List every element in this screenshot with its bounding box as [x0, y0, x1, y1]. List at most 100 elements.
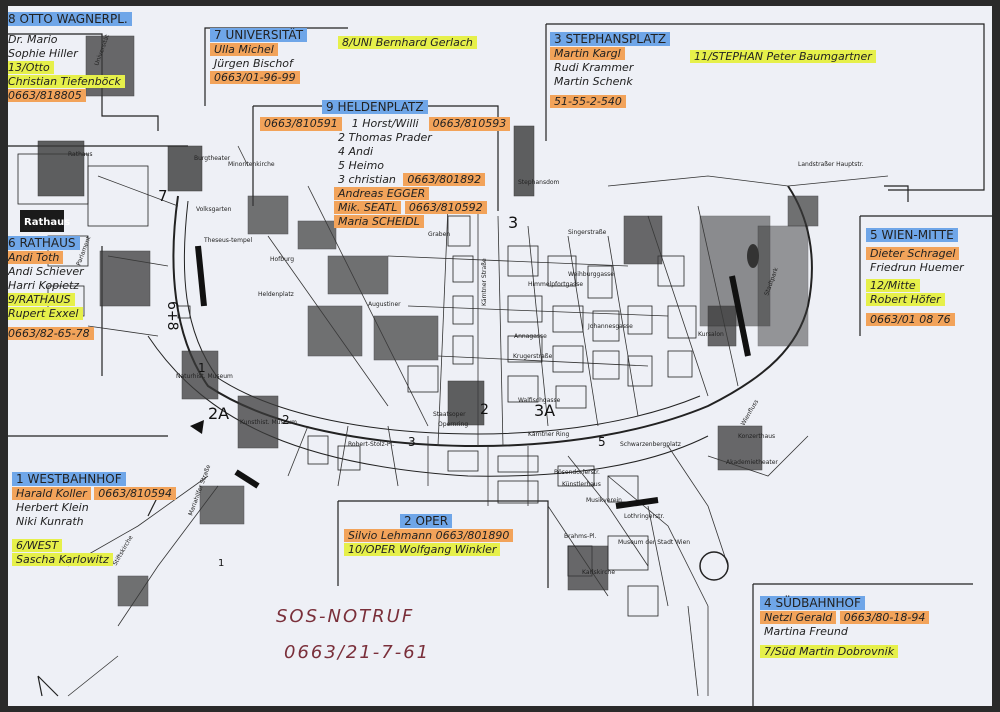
street-label: Theseus-tempel: [203, 237, 252, 244]
station-title: 4 SÜDBAHNHOF: [760, 596, 865, 610]
person-name: 6/WEST: [12, 539, 63, 552]
svg-text:Rathaus: Rathaus: [24, 217, 70, 228]
person-name: 2 Thomas Prader: [338, 131, 432, 144]
phone-number: 0663/810594: [94, 487, 176, 500]
street-label: Weihburggasse: [568, 271, 614, 278]
station-title: 6 RATHAUS: [8, 236, 80, 250]
street-label: Graben: [428, 231, 450, 238]
station-uni-8: 8/UNI Bernhard Gerlach: [338, 36, 477, 50]
phone-number: 0663/801892: [403, 173, 486, 186]
person-name: Martina Freund: [764, 625, 848, 638]
person-name: Friedrun Huemer: [870, 261, 964, 274]
emergency-phone: 0663/21-7-61: [284, 642, 431, 663]
station-title: 5 WIEN-MITTE: [866, 228, 958, 242]
person-name: Herbert Klein: [16, 501, 89, 514]
station-wien-mitte: 5 WIEN-MITTE Dieter Schragel Friedrun Hu…: [866, 228, 990, 327]
station-title: 3 STEPHANSPLATZ: [550, 32, 671, 46]
person-name: Christian Tiefenböck: [8, 75, 125, 88]
street-label: Staatsoper: [433, 411, 466, 418]
street-label: Musikverein: [586, 497, 622, 504]
phone-number: 0663/810592: [404, 201, 487, 214]
person-name: 9/RATHAUS: [8, 293, 75, 306]
city-map-drawing: Rathaus 7 6+8 2A 3 2 3A 3 5 2 1 1 Univer…: [8, 23, 992, 706]
emergency-title: SOS-NOTRUF: [276, 606, 415, 627]
street-label: Naturhist. Museum: [176, 373, 233, 380]
person-name: 3 christian: [338, 173, 396, 186]
street-label: Singerstraße: [568, 229, 607, 236]
street-label: Lothringerstr.: [624, 513, 664, 520]
person-name: Martin Schenk: [554, 75, 633, 88]
svg-text:2A: 2A: [208, 404, 229, 423]
street-label: Rathaus: [68, 151, 92, 158]
street-label: Rathaus U: [24, 225, 55, 232]
street-label: Burgtheater: [194, 155, 231, 162]
person-name: Harald Koller: [12, 487, 91, 500]
svg-text:3: 3: [508, 213, 518, 232]
person-name: Netzl Gerald: [760, 611, 837, 624]
svg-text:5: 5: [598, 435, 606, 449]
station-universitaet: 7 UNIVERSITÄT Ulla Michel Jürgen Bischof…: [210, 28, 308, 85]
street-label: Minoritenkirche: [228, 161, 275, 168]
station-heldenplatz: 9 HELDENPLATZ 0663/810591 1 Horst/Willi …: [260, 100, 511, 229]
phone-number: 0663/80-18-94: [839, 611, 930, 624]
street-label: Karlskirche: [582, 569, 615, 576]
street-label: Museum der Stadt Wien: [618, 539, 690, 546]
street-label: Augustiner: [368, 301, 401, 308]
street-label: Johannesgasse: [587, 323, 633, 330]
street-label: Heldenplatz: [258, 291, 294, 298]
person-name: Dieter Schragel: [866, 247, 960, 260]
person-name: Andi Toth: [8, 251, 64, 264]
street-label: Hofburg: [270, 256, 294, 263]
svg-text:6+8: 6+8: [164, 301, 180, 331]
phone-number: 0663/01 08 76: [866, 313, 955, 326]
svg-text:3: 3: [408, 435, 416, 449]
street-label: Landstraßer Hauptstr.: [798, 161, 864, 168]
person-name: Rupert Exxel: [8, 307, 83, 320]
person-name: Harri Kopietz: [8, 279, 80, 292]
person-name: Sophie Hiller: [8, 47, 78, 60]
station-title: 2 OPER: [400, 514, 453, 528]
street-label: Annagasse: [514, 333, 547, 340]
person-name: 13/Otto: [8, 61, 54, 74]
person-name: Sascha Karlowitz: [12, 553, 113, 566]
street-label: Bösendorferstr.: [554, 469, 600, 476]
street-label: Stephansdom: [518, 179, 560, 186]
phone-number: 0663/818805: [8, 89, 86, 102]
street-label: Krugerstraße: [513, 353, 553, 360]
svg-text:2: 2: [282, 413, 290, 427]
station-title: 7 UNIVERSITÄT: [210, 28, 308, 42]
person-name: Rudi Krammer: [554, 61, 634, 74]
svg-text:1: 1: [218, 558, 224, 569]
svg-text:7: 7: [158, 187, 168, 205]
person-name: Niki Kunrath: [16, 515, 84, 528]
person-name: 11/STEPHAN Peter Baumgartner: [690, 50, 876, 63]
phone-number: 0663/01-96-99: [210, 71, 300, 84]
street-label: Kärntner Straße: [481, 258, 488, 306]
person-name: Silvio Lehmann 0663/801890: [344, 529, 514, 542]
svg-text:2: 2: [480, 402, 489, 418]
person-name: Mik. SEATL: [334, 201, 402, 214]
station-otto: 8 OTTO WAGNERPL. Dr. Mario Sophie Hiller…: [8, 12, 132, 103]
phone-number: 51-55-2-540: [550, 95, 626, 108]
street-label: Wienfluss: [740, 399, 760, 427]
street-label: Kärntner Ring: [528, 431, 570, 438]
street-label: Volksgarten: [196, 206, 232, 213]
person-name: 4 Andi: [338, 145, 374, 158]
person-name: 8/UNI Bernhard Gerlach: [338, 36, 477, 49]
street-label: Walfischgasse: [518, 397, 561, 404]
person-name: Dr. Mario: [8, 33, 58, 46]
street-label: Brahms-Pl.: [564, 533, 596, 540]
station-title: 8 OTTO WAGNERPL.: [8, 12, 132, 26]
person-name: Andreas EGGER: [334, 187, 430, 200]
phone-number: 0663/810591: [260, 117, 342, 131]
person-name: Maria SCHEIDL: [334, 215, 424, 228]
person-name: 10/OPER Wolfgang Winkler: [344, 543, 501, 556]
street-label: Kursalon: [698, 331, 724, 338]
phone-number: 0663/810593: [428, 117, 511, 131]
street-label: Künstlerhaus: [562, 481, 601, 488]
svg-text:3A: 3A: [534, 401, 555, 420]
station-rathaus: 6 RATHAUS Andi Toth Andi Schiever Harri …: [8, 236, 100, 341]
person-name: Robert Höfer: [866, 293, 945, 306]
street-label: Kunsthist. Museum: [240, 419, 297, 426]
person-name: Martin Kargl: [550, 47, 625, 60]
